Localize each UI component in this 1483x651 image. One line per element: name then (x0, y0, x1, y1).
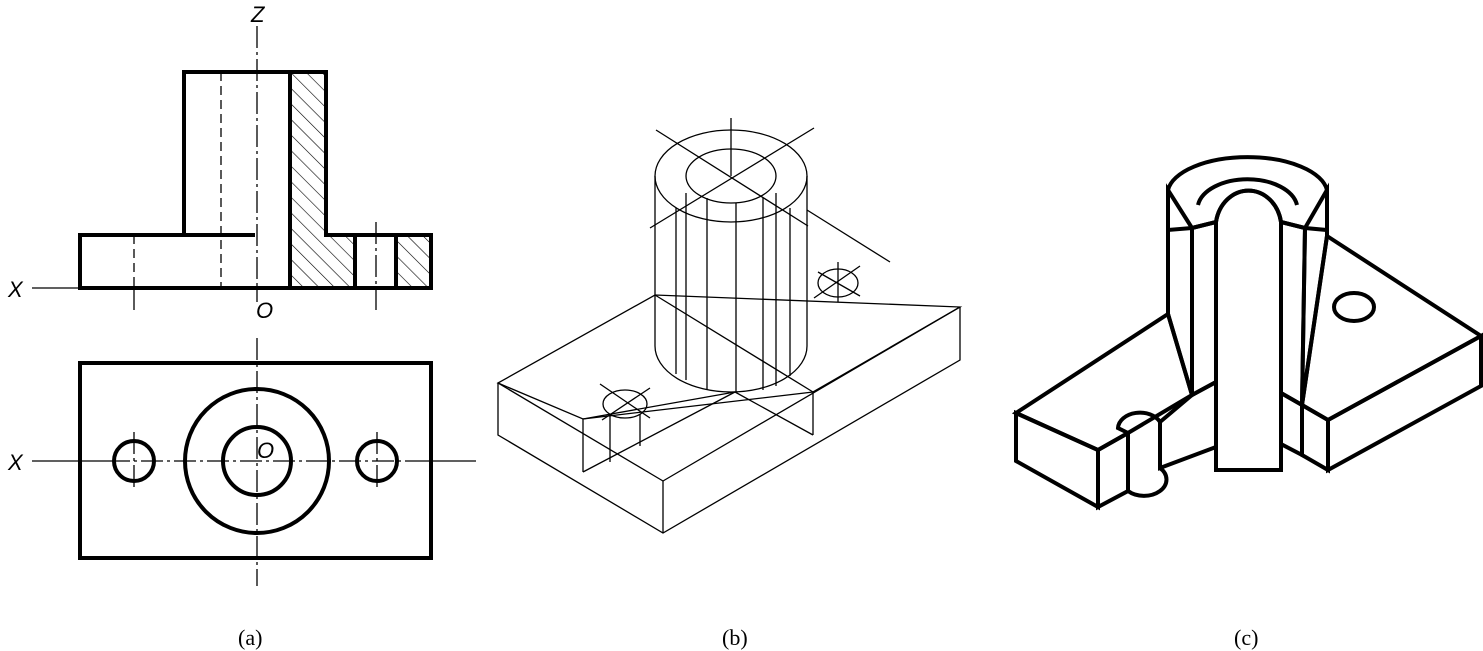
x-axis-label-top: X (7, 450, 24, 475)
view-a-front-section (32, 26, 433, 312)
base-left-top (1011, 310, 1195, 453)
hole-back-axis-3 (817, 271, 861, 297)
tube-left-cut (1190, 219, 1218, 399)
hole-right-top (1332, 291, 1376, 323)
section-hatch-boss (290, 72, 355, 288)
base-left-front (1014, 409, 1100, 511)
view-b-isometric (496, 118, 963, 534)
z-axis-label: Z (250, 2, 266, 27)
base-edge-front-top2 (662, 306, 961, 482)
bore-inside (1214, 188, 1283, 472)
origin-label-top: O (257, 438, 274, 463)
tube-right-outer-wall (1300, 182, 1329, 406)
hole-front-axis-2 (601, 387, 651, 421)
hole-front-axis-1 (599, 383, 651, 419)
caption-a: (a) (238, 625, 262, 650)
x-axis-label-front: X (7, 277, 24, 302)
hole-front (602, 389, 648, 419)
view-a-top (32, 338, 476, 586)
base-right-top (1299, 232, 1483, 423)
section-cut-left-lower (1158, 378, 1218, 471)
section-hatch-flange (396, 235, 431, 288)
tube-left-outer-wall (1166, 183, 1194, 396)
section-line-5 (582, 391, 736, 473)
bore-bottom-left (1214, 444, 1283, 472)
tube-top-ring (1166, 155, 1329, 233)
section-line-6 (654, 294, 814, 393)
tube-inner-arc (1196, 177, 1299, 206)
base-right-cut (1300, 401, 1330, 474)
section-line-2 (582, 391, 736, 420)
origin-label-front: O (256, 298, 273, 323)
front-outline (78, 70, 433, 290)
hole-back-axis-1 (813, 265, 861, 299)
caption-c: (c) (1234, 625, 1258, 650)
cyl-axis-4 (806, 209, 891, 263)
base-edge-front-top (497, 382, 664, 482)
section-line-3 (734, 391, 814, 436)
cyl-axis-2 (649, 127, 815, 229)
caption-b: (b) (722, 625, 748, 650)
base-right-front (1326, 332, 1483, 474)
base-left-cut (1096, 429, 1130, 511)
view-c-section (1011, 155, 1483, 511)
cylinder-silhouette (654, 176, 808, 393)
